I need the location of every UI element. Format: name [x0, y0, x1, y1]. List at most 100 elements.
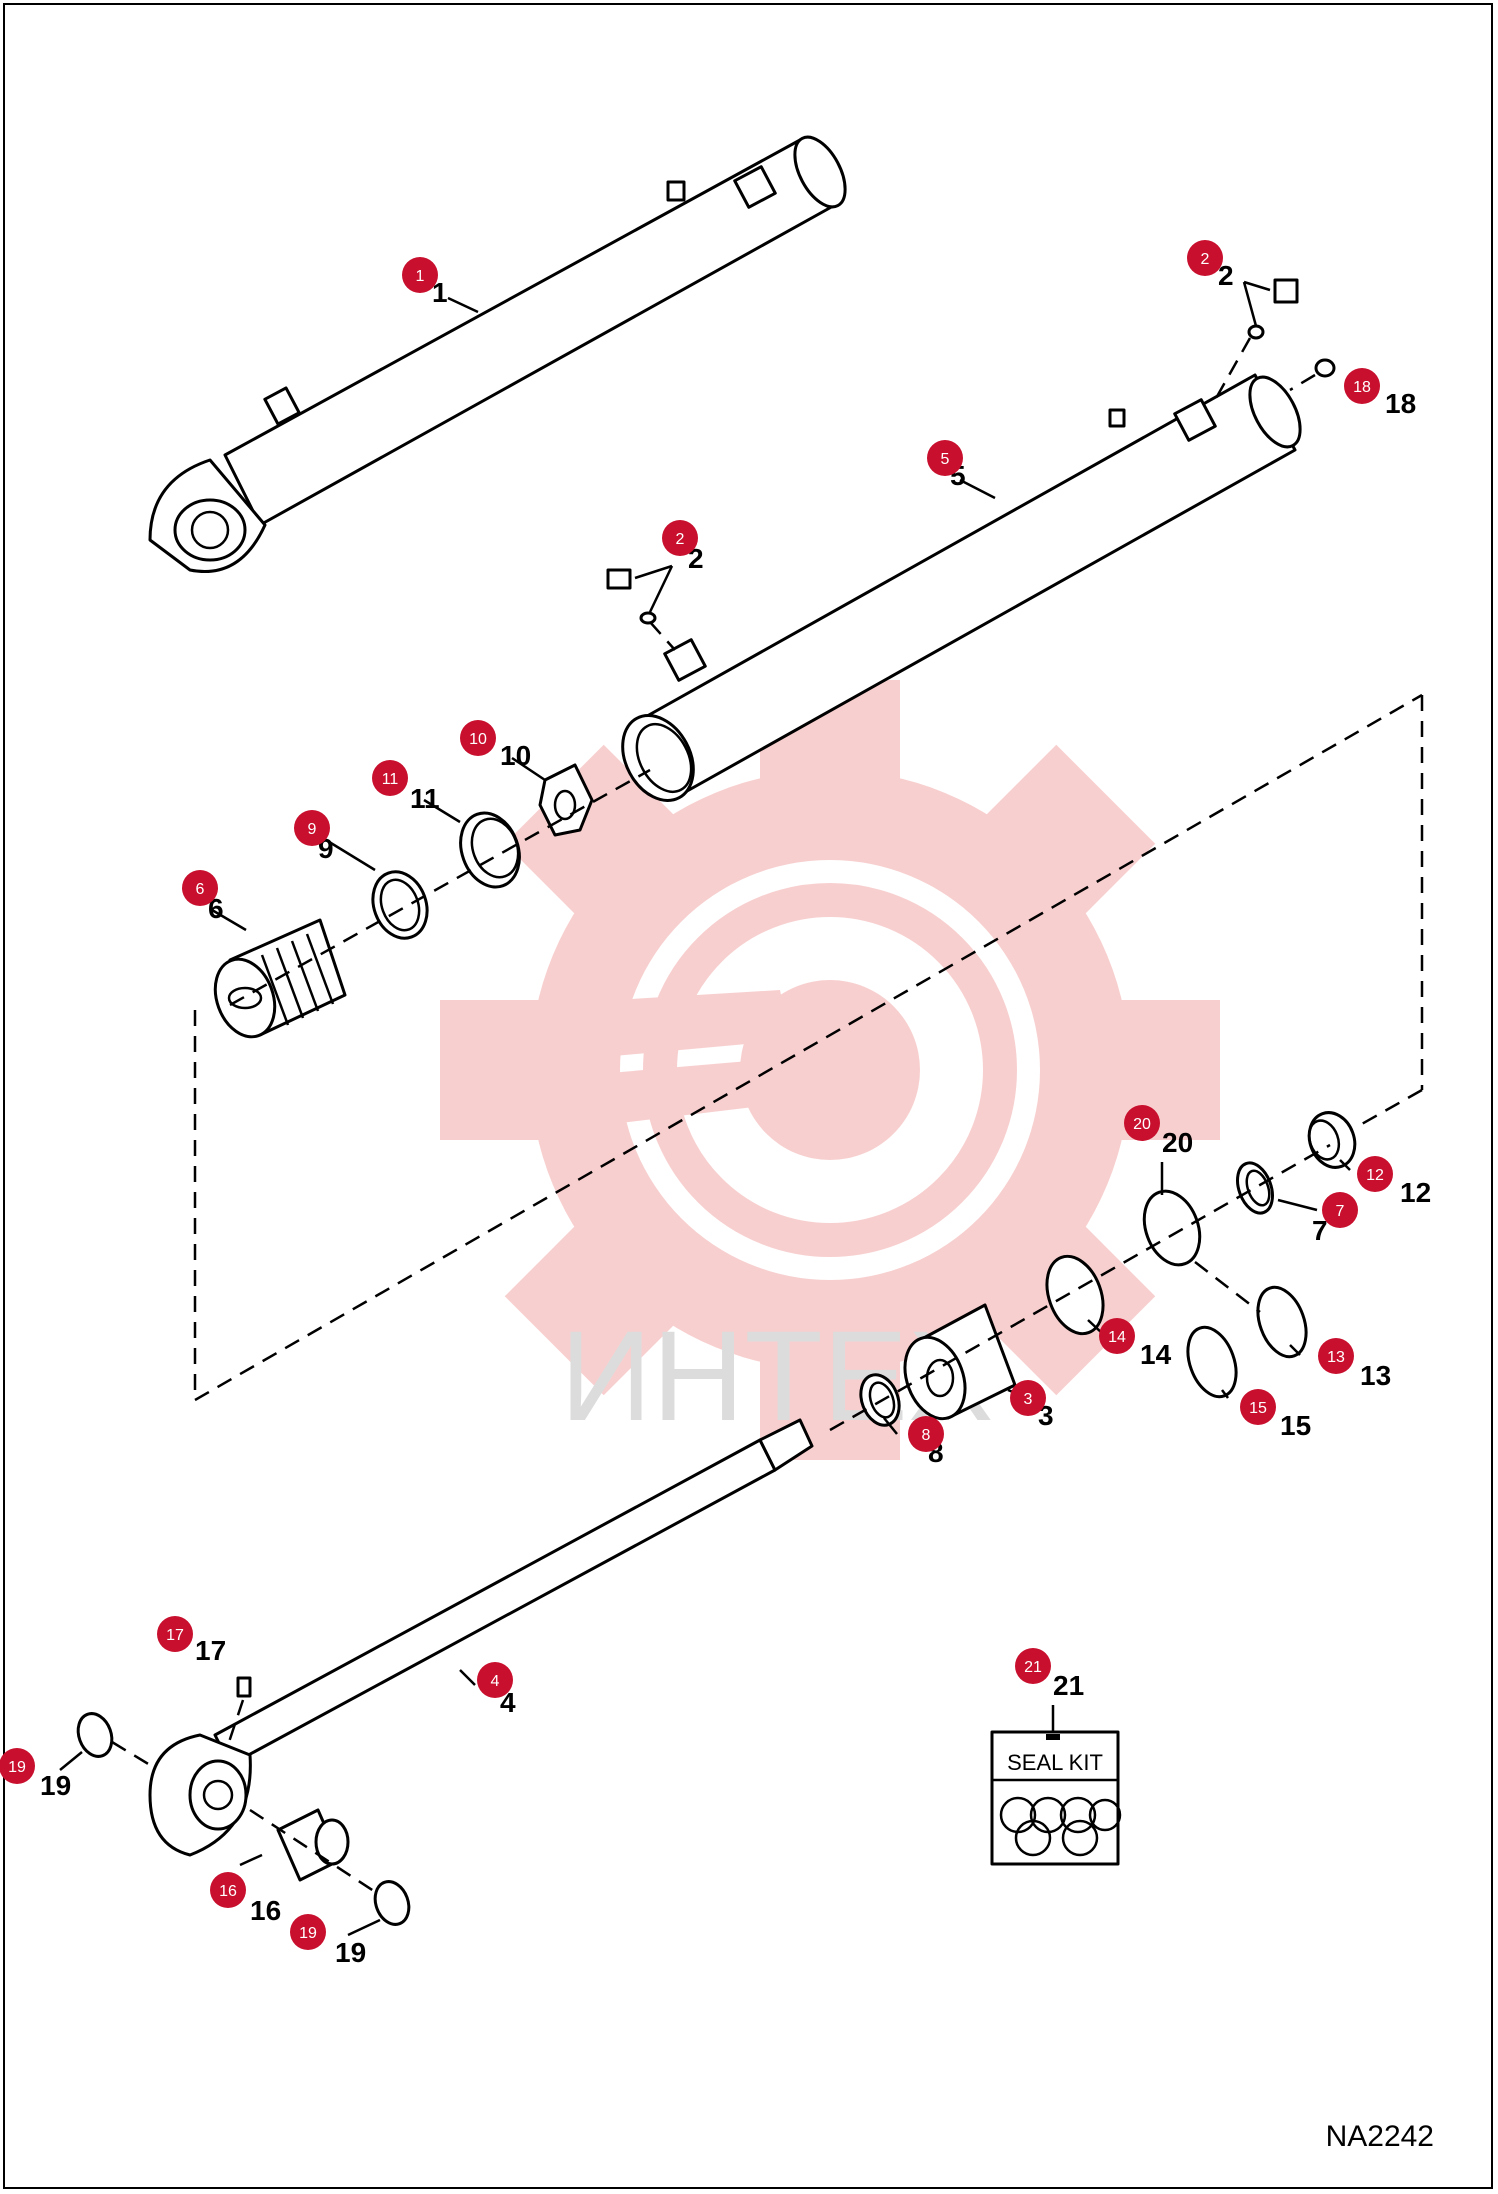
callout-badge-number: 19 — [8, 1759, 26, 1776]
callout-c7: 77 — [1312, 1192, 1358, 1246]
callout-number: 19 — [335, 1937, 366, 1968]
snap-ring-19-left — [76, 1712, 114, 1758]
callout-badge-number: 21 — [1024, 1659, 1042, 1676]
callout-badge — [1240, 1389, 1276, 1425]
callout-number: 2 — [1218, 260, 1234, 291]
callout-badge — [0, 1748, 35, 1784]
dashed-bracket — [193, 693, 1424, 1402]
callout-number: 18 — [1385, 388, 1416, 419]
callout-number: 14 — [1140, 1339, 1172, 1370]
callout-number: 1 — [432, 277, 448, 308]
callout-badge-number: 7 — [1336, 1203, 1345, 1220]
callout-badge-number: 2 — [1201, 251, 1210, 268]
breather-plug-18 — [1289, 358, 1336, 392]
piston — [213, 918, 347, 1039]
callout-badge-number: 12 — [1366, 1167, 1384, 1184]
callout-number: 19 — [40, 1770, 71, 1801]
callout-badge — [1124, 1105, 1160, 1141]
callout-badge-number: 2 — [676, 531, 685, 548]
callout-badge-number: 11 — [382, 771, 399, 788]
callout-badge-number: 1 — [416, 268, 425, 285]
callout-badge — [1322, 1192, 1358, 1228]
callout-leaders — [59, 296, 1351, 1937]
callout-c6: 66 — [182, 870, 224, 924]
callout-badge — [182, 870, 218, 906]
drawing-frame — [3, 3, 1493, 2189]
callout-badge — [1015, 1648, 1051, 1684]
callout-c12: 12 12 — [1357, 1156, 1431, 1208]
callout-badge-number: 17 — [166, 1627, 184, 1644]
callout-badge — [1010, 1380, 1046, 1416]
callout-c10: 10 10 — [460, 720, 531, 771]
callout-badge-number: 13 — [1327, 1349, 1345, 1366]
callout-badge — [210, 1872, 246, 1908]
watermark-gear-logo — [440, 680, 1220, 1460]
callout-number: 13 — [1360, 1360, 1391, 1391]
seal-kit-label: SEAL KIT — [1007, 1750, 1103, 1775]
callout-c4: 44 — [477, 1662, 516, 1718]
axis-line-lower — [829, 1143, 1331, 1432]
callout-badge — [1357, 1156, 1393, 1192]
callout-badge-number: 15 — [1249, 1400, 1267, 1417]
callout-c2a: 22 — [1187, 240, 1234, 291]
barrel — [621, 373, 1302, 802]
callout-c3: 33 — [1010, 1380, 1054, 1431]
callout-badge-number: 16 — [219, 1883, 237, 1900]
fitting-middle — [606, 564, 676, 651]
seal-kit-box — [990, 1705, 1122, 1866]
callout-badge-number: 10 — [469, 731, 487, 748]
snap-ring-19-right — [373, 1880, 411, 1926]
callout-badge-number: 8 — [922, 1427, 931, 1444]
pin-line-left — [111, 1740, 151, 1767]
callout-number: 7 — [1312, 1215, 1328, 1246]
figure-code: NA2242 — [1325, 2120, 1434, 2153]
grease-fitting-17 — [226, 1676, 252, 1746]
callout-badge — [290, 1914, 326, 1950]
callout-badge-number: 20 — [1133, 1116, 1151, 1133]
callout-badge-number: 3 — [1024, 1391, 1033, 1408]
ring-15 — [1186, 1325, 1238, 1399]
callout-badge — [460, 720, 496, 756]
callout-badge — [477, 1662, 513, 1698]
callout-c9: 99 — [294, 810, 334, 864]
callout-badge — [908, 1416, 944, 1452]
alt-ring-line — [1194, 1261, 1261, 1313]
rod — [148, 1418, 814, 1857]
fitting-upper-right — [1213, 278, 1299, 401]
callout-badge-number: 19 — [299, 1925, 317, 1942]
callout-c2b: 22 — [662, 520, 704, 574]
bushing-16 — [276, 1808, 350, 1882]
callout-badge-number: 9 — [308, 821, 317, 838]
callout-badge — [1318, 1338, 1354, 1374]
callout-number: 16 — [250, 1895, 281, 1926]
callout-badge-number: 6 — [196, 881, 205, 898]
callout-badge — [927, 440, 963, 476]
o-ring-20 — [1142, 1189, 1202, 1267]
callout-badge — [1099, 1318, 1135, 1354]
callout-badge-number: 14 — [1108, 1329, 1126, 1346]
callout-number: 17 — [195, 1635, 226, 1666]
callout-badge — [294, 810, 330, 846]
wear-ring-9 — [371, 870, 429, 940]
callout-c5: 55 — [927, 440, 966, 491]
callout-badge — [1344, 368, 1380, 404]
axis-line-upper — [229, 768, 651, 1007]
callout-badge — [662, 520, 698, 556]
seal-11 — [459, 811, 521, 889]
callout-c8: 88 — [908, 1416, 944, 1468]
ring-14 — [1045, 1254, 1105, 1336]
rod-seal-8 — [859, 1373, 901, 1427]
callout-number: 12 — [1400, 1177, 1431, 1208]
callout-badge-number: 4 — [491, 1673, 500, 1690]
callout-number: 10 — [500, 740, 531, 771]
